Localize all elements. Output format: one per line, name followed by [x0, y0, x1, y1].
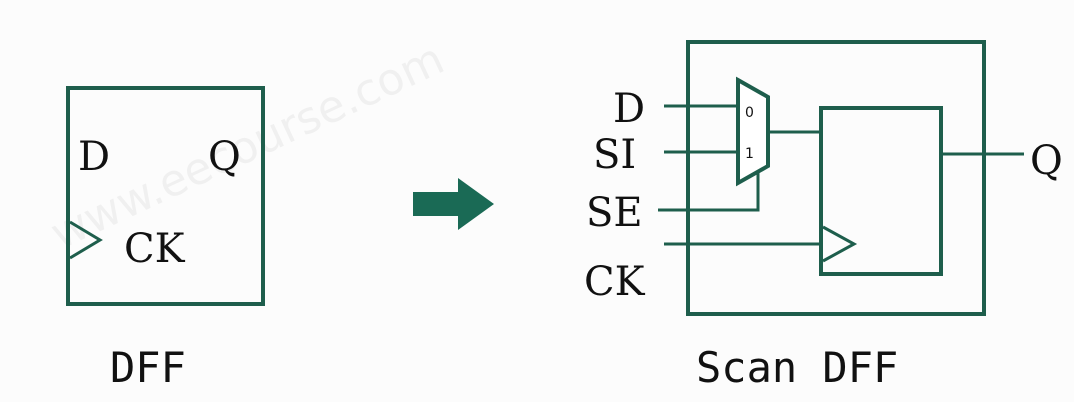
dff-pin-ck: CK [124, 226, 186, 272]
scan-input-si: SI [593, 132, 636, 178]
scan-dff-block: 0 1 D SI SE CK Q Scan DFF [584, 40, 1063, 392]
mux-input-1-label: 1 [745, 146, 754, 162]
dff-box [66, 86, 265, 306]
mux-input-0-label: 0 [745, 105, 754, 121]
scan-dff-inner-ff [819, 106, 943, 276]
scan-input-ck: CK [584, 259, 646, 305]
scan-input-se: SE [586, 190, 643, 236]
arrow-right-icon [413, 178, 494, 230]
clock-triangle-icon [69, 220, 103, 260]
mux-icon [736, 76, 770, 187]
scan-dff-caption: Scan DFF [696, 343, 898, 392]
wire-se [658, 172, 760, 212]
scan-dff-outer-box [686, 40, 986, 316]
scan-output-q: Q [1030, 138, 1063, 184]
dff-block: D Q CK DFF [66, 86, 265, 392]
clock-triangle-icon [822, 225, 858, 263]
dff-pin-q: Q [208, 134, 241, 180]
dff-pin-d: D [78, 134, 110, 180]
dff-caption: DFF [110, 343, 186, 392]
scan-input-d: D [613, 86, 645, 132]
